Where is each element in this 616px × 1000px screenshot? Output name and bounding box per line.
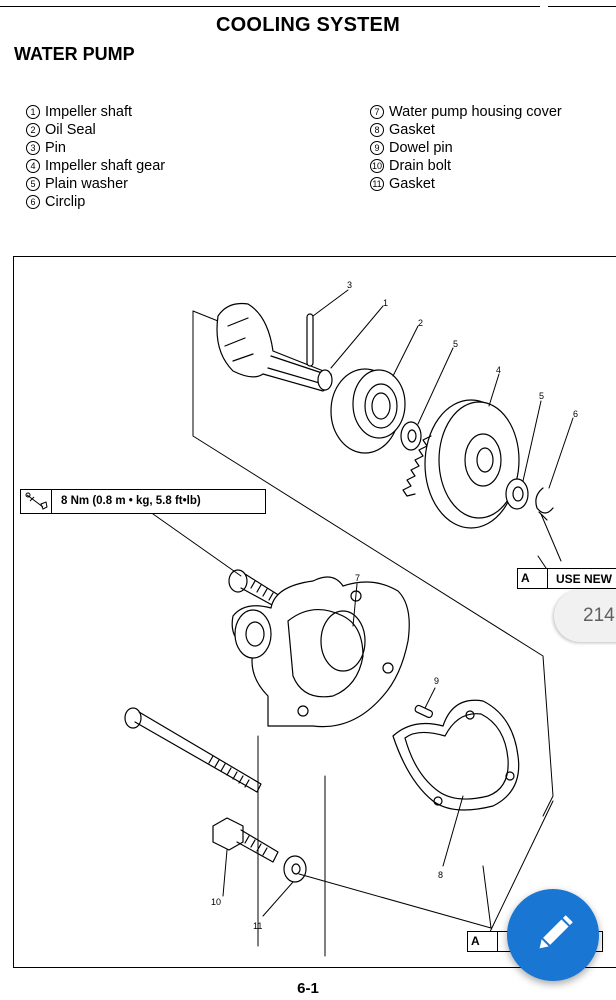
- callout-number: 11: [253, 921, 262, 931]
- callout-number: 1: [383, 298, 388, 308]
- gasket: [392, 699, 520, 811]
- edit-fab-button[interactable]: [507, 889, 599, 981]
- legend-number: 7: [370, 105, 384, 119]
- callout-number: 3: [347, 280, 352, 290]
- torque-spec-box: 8 Nm (0.8 m • kg, 5.8 ft•lb): [20, 489, 266, 514]
- diagram-frame: [13, 256, 616, 968]
- section-title: WATER PUMP: [14, 44, 135, 64]
- callout-number: 4: [496, 365, 501, 375]
- callout-number: 5: [453, 339, 458, 349]
- leader-lines: [152, 289, 574, 929]
- flag-letter: A: [518, 569, 548, 588]
- legend-number: 3: [26, 141, 40, 155]
- plain-washer: [505, 478, 529, 510]
- torque-wrench-icon: [21, 490, 52, 513]
- callout-number: 9: [434, 676, 439, 686]
- legend-number: 5: [26, 177, 40, 191]
- legend-item: 11 Gasket: [370, 175, 562, 193]
- top-rule: [0, 6, 540, 7]
- legend-item: 8 Gasket: [370, 121, 562, 139]
- legend-number: 10: [370, 159, 384, 173]
- legend-label: Impeller shaft: [45, 104, 133, 120]
- callout-number: 8: [438, 870, 443, 880]
- plain-washer: [400, 421, 422, 451]
- legend-item: 9 Dowel pin: [370, 139, 562, 157]
- legend-label: Gasket: [389, 176, 435, 192]
- long-bolt: [124, 707, 262, 793]
- legend-number: 8: [370, 123, 384, 137]
- impeller-shaft-gear: [402, 399, 520, 529]
- circlip: [535, 487, 554, 521]
- drain-gasket: [283, 855, 307, 883]
- legend-label: Pin: [45, 140, 66, 156]
- legend-label: Plain washer: [45, 176, 129, 192]
- water-pump-exploded-diagram: 3 1 2 5 4 5 6 7 9 8 10 11: [124, 280, 578, 957]
- oil-seal: [330, 368, 406, 454]
- legend-number: 9: [370, 141, 384, 155]
- legend-item: 6 Circlip: [26, 193, 165, 211]
- legend-item: 7 Water pump housing cover: [370, 103, 562, 121]
- legend-number: 11: [370, 177, 384, 191]
- callout-number: 5: [539, 391, 544, 401]
- callout-number: 6: [573, 409, 578, 419]
- flag-text: USE NEW: [556, 572, 613, 586]
- drain-bolt: [212, 817, 279, 863]
- callout-numbers: 3 1 2 5 4 5 6 7 9 8 10 11: [211, 280, 578, 931]
- legend-label: Gasket: [389, 122, 435, 138]
- pin: [306, 313, 314, 367]
- water-pump-housing-cover: [231, 576, 410, 728]
- parts-legend-left: 1 Impeller shaft 2 Oil Seal 3 Pin 4 Impeller…: [26, 103, 165, 211]
- legend-item: 2 Oil Seal: [26, 121, 165, 139]
- use-new-flag: A USE NEW: [517, 568, 616, 589]
- legend-label: Dowel pin: [389, 140, 453, 156]
- page-indicator-tab[interactable]: 214: [554, 590, 616, 642]
- callout-number: 2: [418, 318, 423, 328]
- legend-number: 4: [26, 159, 40, 173]
- dowel-pin: [414, 704, 434, 719]
- legend-label: Water pump housing cover: [389, 104, 562, 120]
- housing-bolt: [228, 569, 289, 612]
- pencil-edit-icon: [539, 915, 573, 949]
- legend-item: 4 Impeller shaft gear: [26, 157, 165, 175]
- callout-number: 7: [355, 573, 360, 583]
- torque-spec: 8 Nm (0.8 m • kg, 5.8 ft•lb): [61, 495, 201, 507]
- legend-label: Oil Seal: [45, 122, 96, 138]
- legend-item: 3 Pin: [26, 139, 165, 157]
- chapter-title: COOLING SYSTEM: [216, 14, 400, 36]
- legend-number: 6: [26, 195, 40, 209]
- legend-label: Circlip: [45, 194, 86, 210]
- legend-label: Impeller shaft gear: [45, 158, 166, 174]
- legend-item: 1 Impeller shaft: [26, 103, 165, 121]
- legend-number: 2: [26, 123, 40, 137]
- legend-number: 1: [26, 105, 40, 119]
- callout-number: 10: [211, 897, 221, 907]
- legend-label: Drain bolt: [389, 158, 452, 174]
- top-rule-right: [548, 6, 616, 7]
- flag-letter: A: [468, 932, 498, 951]
- legend-item: 10 Drain bolt: [370, 157, 562, 175]
- page-number: 6-1: [297, 980, 319, 997]
- impeller-shaft: [216, 302, 333, 392]
- legend-item: 5 Plain washer: [26, 175, 165, 193]
